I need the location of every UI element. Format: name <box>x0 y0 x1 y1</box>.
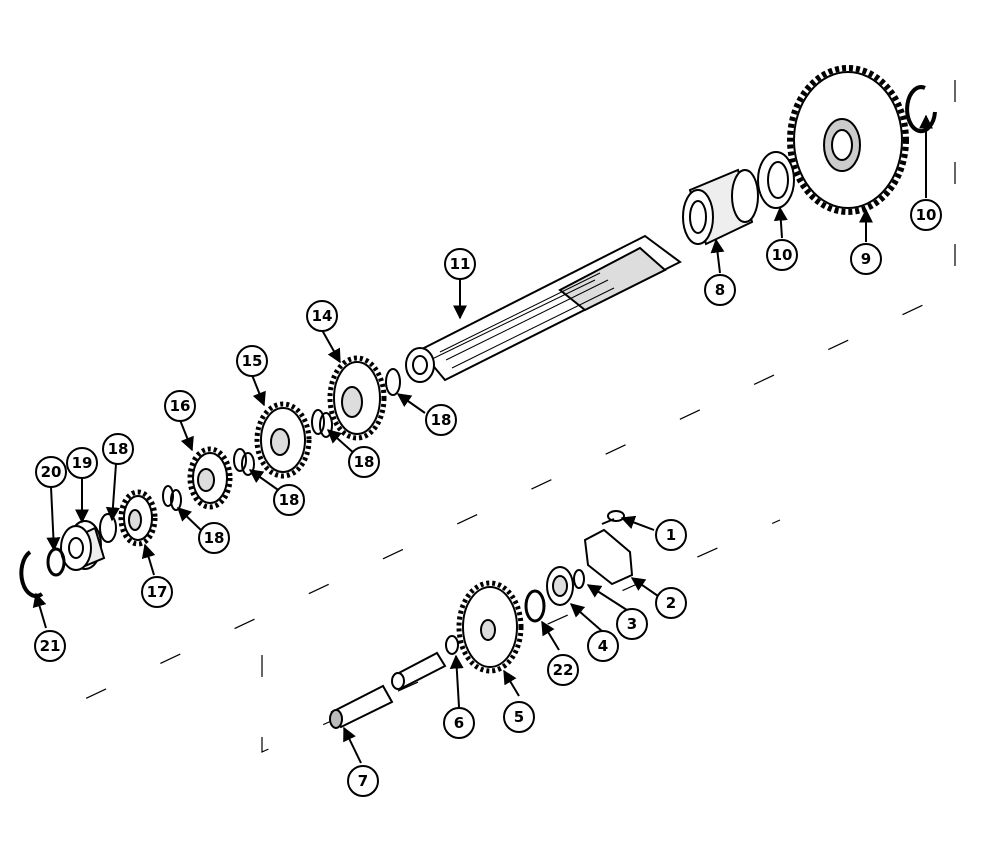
retainer-plate <box>583 528 634 586</box>
svg-text:19: 19 <box>72 454 93 472</box>
svg-text:18: 18 <box>204 529 225 547</box>
svg-text:16: 16 <box>170 397 191 415</box>
svg-text:1: 1 <box>666 526 676 544</box>
svg-text:9: 9 <box>861 250 871 268</box>
svg-text:4: 4 <box>598 637 608 655</box>
svg-text:17: 17 <box>147 583 168 601</box>
svg-text:22: 22 <box>553 661 574 679</box>
svg-text:11: 11 <box>450 255 471 273</box>
callout-8: 8 <box>704 274 736 306</box>
callout-18: 18 <box>348 446 380 478</box>
callout-18: 18 <box>273 484 305 516</box>
needle-bearing <box>682 168 759 246</box>
callout-10: 10 <box>766 239 798 271</box>
callout-3: 3 <box>616 608 648 640</box>
background-panel-frame <box>39 80 956 753</box>
svg-text:14: 14 <box>312 307 333 325</box>
svg-text:18: 18 <box>354 453 375 471</box>
callout-16: 16 <box>164 390 196 422</box>
svg-text:10: 10 <box>916 206 937 224</box>
main-shaft <box>405 234 682 383</box>
svg-text:18: 18 <box>108 440 129 458</box>
svg-text:8: 8 <box>715 281 725 299</box>
callout-9: 9 <box>850 243 882 275</box>
callout-17: 17 <box>141 576 173 608</box>
svg-text:20: 20 <box>41 463 62 481</box>
callout-15: 15 <box>236 345 268 377</box>
snap-ring <box>905 85 937 134</box>
snap-rings <box>99 368 401 543</box>
callout-14: 14 <box>306 300 338 332</box>
callout-10: 10 <box>910 199 942 231</box>
gear-15 <box>254 401 312 479</box>
gear-17 <box>118 489 158 547</box>
callout-4: 4 <box>587 630 619 662</box>
small-bearing <box>546 566 574 606</box>
svg-text:15: 15 <box>242 352 263 370</box>
ball-bearing <box>60 520 106 571</box>
outer-snap-ring <box>19 550 44 598</box>
washer <box>524 589 546 623</box>
large-gear <box>787 65 909 215</box>
small-washer <box>445 635 459 655</box>
leader-arrows <box>32 114 933 764</box>
svg-text:7: 7 <box>358 772 368 790</box>
idler-shaft <box>329 651 447 729</box>
svg-text:5: 5 <box>514 708 524 726</box>
callout-11: 11 <box>444 248 476 280</box>
svg-text:21: 21 <box>40 637 61 655</box>
callouts: 1 2 3 4 5 6 7 8 9 10 10 11 14 15 16 17 1… <box>34 199 942 797</box>
svg-text:18: 18 <box>431 411 452 429</box>
bolt <box>601 510 625 525</box>
idler-gear <box>456 580 524 674</box>
retaining-ring-lower <box>573 569 585 589</box>
callout-5: 5 <box>503 701 535 733</box>
callout-18: 18 <box>425 404 457 436</box>
callout-22: 22 <box>547 654 579 686</box>
svg-text:3: 3 <box>627 615 637 633</box>
callout-20: 20 <box>35 456 67 488</box>
gear-14 <box>327 355 387 441</box>
callout-2: 2 <box>655 587 687 619</box>
svg-text:18: 18 <box>279 491 300 509</box>
callout-7: 7 <box>347 765 379 797</box>
gear-16 <box>187 446 233 510</box>
callout-1: 1 <box>655 519 687 551</box>
svg-text:2: 2 <box>666 594 676 612</box>
callout-18: 18 <box>102 433 134 465</box>
callout-18: 18 <box>198 522 230 554</box>
retaining-ring <box>46 547 66 577</box>
callout-21: 21 <box>34 630 66 662</box>
svg-text:10: 10 <box>772 246 793 264</box>
callout-6: 6 <box>443 707 475 739</box>
thrust-washer <box>757 151 795 209</box>
callout-19: 19 <box>66 447 98 479</box>
svg-text:6: 6 <box>454 714 464 732</box>
